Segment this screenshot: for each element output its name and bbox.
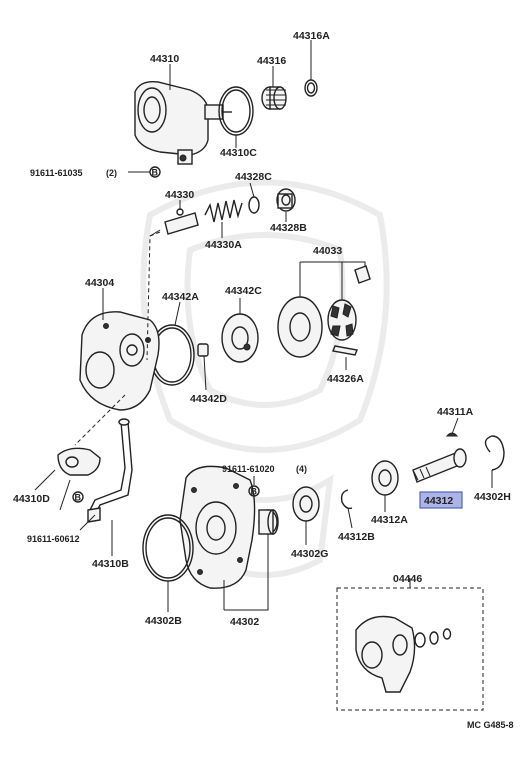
label-44342D[interactable]: 44342D — [190, 393, 227, 405]
label-bolt-lower[interactable]: 91611-60612 — [27, 534, 80, 544]
part-bearing-needle[interactable] — [258, 509, 279, 535]
label-bolt-upper[interactable]: 91611-61035 — [30, 168, 83, 178]
label-44312B[interactable]: 44312B — [338, 531, 375, 543]
part-44328B-plug[interactable] — [276, 188, 296, 212]
label-44302G[interactable]: 44302G — [291, 548, 328, 560]
part-44310C-oring[interactable] — [218, 86, 254, 136]
part-44342C-cam-ring[interactable] — [221, 313, 259, 363]
label-bolt-mid[interactable]: 91611-61020 — [222, 464, 275, 474]
label-44302H[interactable]: 44302H — [474, 491, 511, 503]
part-44328C-ring[interactable] — [248, 196, 260, 214]
svg-text:B: B — [75, 493, 82, 503]
dashed-guide-valve — [146, 231, 161, 361]
label-44302[interactable]: 44302 — [230, 616, 259, 628]
part-44316-gear[interactable] — [261, 86, 287, 110]
label-44304[interactable]: 44304 — [85, 277, 114, 289]
label-44310[interactable]: 44310 — [150, 53, 179, 65]
label-44330A[interactable]: 44330A — [205, 239, 242, 251]
part-44302H-snapring[interactable] — [484, 435, 505, 471]
kit-04446-box[interactable] — [336, 587, 484, 711]
label-44033[interactable]: 44033 — [313, 245, 342, 257]
bolt-marker-mid: B — [248, 485, 260, 497]
part-44316A-clip[interactable] — [304, 79, 318, 97]
label-44328B[interactable]: 44328B — [270, 222, 307, 234]
part-44312B-snapring[interactable] — [340, 489, 353, 510]
label-44316[interactable]: 44316 — [257, 55, 286, 67]
label-44316A[interactable]: 44316A — [293, 30, 330, 42]
label-44342A[interactable]: 44342A — [162, 291, 199, 303]
label-bolt-upper-qty: (2) — [106, 168, 117, 178]
figure-code: MC G485-8 — [467, 720, 514, 730]
svg-text:B: B — [251, 487, 258, 497]
label-44310B[interactable]: 44310B — [92, 558, 129, 570]
part-44312A-bearing[interactable] — [371, 460, 399, 496]
part-44310B-tube[interactable] — [57, 418, 133, 523]
label-44310C[interactable]: 44310C — [220, 147, 257, 159]
highlight-44312-box — [419, 491, 463, 509]
part-44312-shaft[interactable] — [412, 448, 467, 483]
part-44304-housing[interactable] — [79, 311, 160, 411]
part-44330A-spring[interactable] — [204, 199, 243, 223]
label-44330[interactable]: 44330 — [165, 189, 194, 201]
svg-text:B: B — [152, 168, 159, 178]
part-44342D-dowel[interactable] — [197, 343, 209, 357]
label-44328C[interactable]: 44328C — [235, 171, 272, 183]
part-44310-assembly[interactable] — [134, 81, 232, 165]
dashed-guide-housing — [74, 394, 126, 446]
label-44312A[interactable]: 44312A — [371, 514, 408, 526]
part-44326A-pin[interactable] — [332, 345, 358, 356]
bolt-marker-upper: B — [149, 166, 161, 178]
label-44342C[interactable]: 44342C — [225, 285, 262, 297]
label-44326A[interactable]: 44326A — [327, 373, 364, 385]
label-44310D[interactable]: 44310D — [13, 493, 50, 505]
part-44033-rotor-kit[interactable] — [277, 265, 371, 358]
part-44302-housing[interactable] — [179, 465, 256, 589]
label-44312[interactable]: 44312 — [424, 495, 453, 507]
leader-lines — [34, 40, 493, 612]
label-44302B[interactable]: 44302B — [145, 615, 182, 627]
label-44311A[interactable]: 44311A — [437, 406, 474, 418]
part-44302G-bearing[interactable] — [292, 486, 320, 522]
bolt-marker-lower: B — [72, 491, 84, 503]
label-bolt-mid-qty: (4) — [296, 464, 307, 474]
label-04446[interactable]: 04446 — [393, 573, 422, 585]
